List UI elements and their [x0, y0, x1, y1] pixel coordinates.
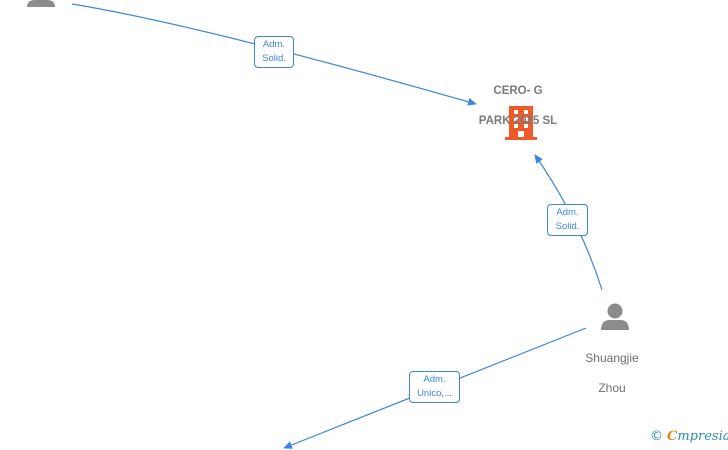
edge-label-top-to-company[interactable]: Adm. Solid.	[254, 36, 294, 68]
edge-label-line2: Solid.	[262, 53, 286, 64]
company-name-line1: CERO- G	[493, 85, 543, 97]
edge-top-to-company	[71, 3, 477, 106]
copyright-symbol: ©	[650, 429, 663, 444]
edge-label-line2: Solid.	[555, 221, 580, 232]
edge-label-line1: Adm.	[262, 39, 286, 50]
building-icon[interactable]	[505, 106, 537, 140]
edge-label-line2: Unico,...	[417, 388, 452, 399]
edge-label-shuangjie-to-company[interactable]: Adm. Solid.	[547, 204, 588, 236]
edge-label-shuangjie-to-bottom[interactable]: Adm. Unico,...	[409, 371, 460, 403]
person-name-line1: Shuangjie	[585, 351, 639, 365]
person-name[interactable]: Shuangjie Zhou	[572, 336, 652, 411]
company-name[interactable]: CERO- G PARK 2025 SL	[468, 69, 568, 144]
person-icon[interactable]	[27, 0, 55, 7]
brand-first-letter: C	[667, 429, 678, 444]
empresia-logo: © Cmpresia	[650, 429, 728, 444]
edge-label-line1: Adm.	[423, 374, 446, 385]
edge-label-line1: Adm.	[556, 207, 579, 218]
person-name-line2: Zhou	[598, 381, 626, 395]
brand-name: mpresia	[677, 429, 728, 444]
company-name-line2: PARK 2025 SL	[478, 115, 558, 127]
person-icon[interactable]	[601, 303, 629, 331]
